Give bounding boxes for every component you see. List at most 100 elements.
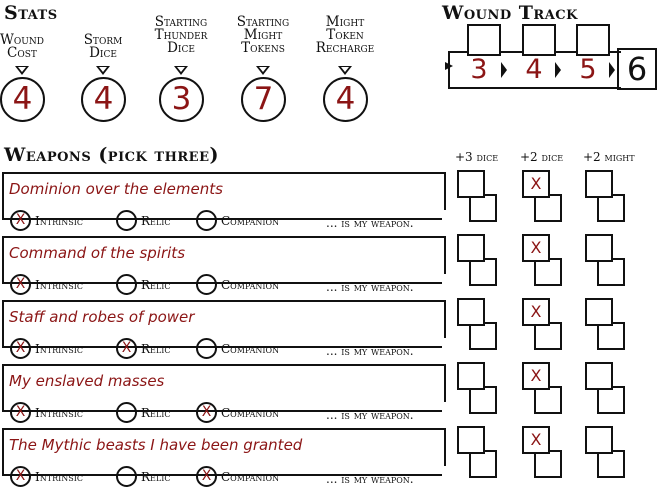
checkbox-back[interactable] bbox=[534, 450, 562, 478]
checkbox-front[interactable]: X bbox=[522, 234, 550, 262]
checkbox-back[interactable] bbox=[534, 258, 562, 286]
weapon-suffix: ... is my weapon. bbox=[326, 280, 414, 294]
wound-value: 4 bbox=[525, 54, 543, 85]
checkbox-front[interactable] bbox=[457, 234, 485, 262]
checkbox-back[interactable] bbox=[597, 322, 625, 350]
option-circle[interactable] bbox=[196, 210, 217, 231]
option-circle[interactable]: X bbox=[196, 402, 217, 423]
option-circle[interactable] bbox=[116, 466, 137, 487]
weapon-option-companion[interactable]: Companion bbox=[196, 338, 279, 359]
option-circle[interactable]: X bbox=[10, 274, 31, 295]
wound-track-final: 6 bbox=[617, 48, 657, 90]
checkbox-back[interactable] bbox=[534, 194, 562, 222]
option-circle[interactable]: X bbox=[10, 402, 31, 423]
weapon-suffix: ... is my weapon. bbox=[326, 472, 414, 486]
weapon-suffix: ... is my weapon. bbox=[326, 216, 414, 230]
option-label: Companion bbox=[221, 405, 280, 420]
banner-edge bbox=[438, 428, 446, 466]
option-circle[interactable]: X bbox=[10, 338, 31, 359]
checkbox-front[interactable] bbox=[457, 298, 485, 326]
column-header: +3 dice bbox=[455, 150, 499, 164]
option-label: Relic bbox=[141, 277, 171, 292]
option-label: Companion bbox=[221, 341, 280, 356]
checkbox-back[interactable] bbox=[469, 386, 497, 414]
weapon-banner bbox=[2, 236, 442, 284]
option-label: Intrinsic bbox=[35, 277, 84, 292]
checkbox-back[interactable] bbox=[469, 258, 497, 286]
stat-pointer-icon bbox=[174, 66, 188, 75]
option-label: Companion bbox=[221, 469, 280, 484]
weapon-option-intrinsic[interactable]: X Intrinsic bbox=[10, 274, 83, 295]
checkbox-back[interactable] bbox=[469, 194, 497, 222]
weapon-option-relic[interactable]: X Relic bbox=[116, 338, 170, 359]
option-circle[interactable] bbox=[116, 274, 137, 295]
weapon-banner bbox=[2, 172, 442, 220]
stat-value: 3 bbox=[159, 77, 204, 122]
weapon-option-relic[interactable]: Relic bbox=[116, 466, 170, 487]
checkbox-back[interactable] bbox=[534, 322, 562, 350]
stat-value: 4 bbox=[81, 77, 126, 122]
checkbox-back[interactable] bbox=[597, 258, 625, 286]
wound-box[interactable] bbox=[467, 24, 501, 56]
option-label: Relic bbox=[141, 469, 171, 484]
checkbox-front[interactable] bbox=[457, 170, 485, 198]
weapon-option-companion[interactable]: X Companion bbox=[196, 402, 279, 423]
wound-value: 5 bbox=[579, 54, 597, 85]
weapon-option-companion[interactable]: X Companion bbox=[196, 466, 279, 487]
option-circle[interactable]: X bbox=[10, 466, 31, 487]
checkbox-back[interactable] bbox=[469, 322, 497, 350]
checkbox-front[interactable] bbox=[585, 170, 613, 198]
checkbox-front[interactable]: X bbox=[522, 298, 550, 326]
option-circle[interactable]: X bbox=[10, 210, 31, 231]
option-circle[interactable]: X bbox=[196, 466, 217, 487]
checkbox-front[interactable] bbox=[457, 426, 485, 454]
banner-edge bbox=[438, 364, 446, 402]
weapon-option-relic[interactable]: Relic bbox=[116, 402, 170, 423]
banner-edge bbox=[438, 236, 446, 274]
stat-value: 7 bbox=[241, 77, 286, 122]
wound-box[interactable] bbox=[576, 24, 610, 56]
stats-title: Stats bbox=[4, 2, 58, 24]
checkbox-back[interactable] bbox=[597, 194, 625, 222]
weapon-option-relic[interactable]: Relic bbox=[116, 274, 170, 295]
option-circle[interactable] bbox=[116, 210, 137, 231]
checkbox-front[interactable]: X bbox=[522, 426, 550, 454]
checkbox-back[interactable] bbox=[469, 450, 497, 478]
stat-pointer-icon bbox=[338, 66, 352, 75]
wound-box[interactable] bbox=[522, 24, 556, 56]
stat-pointer-icon bbox=[15, 66, 29, 75]
banner-edge bbox=[438, 172, 446, 210]
option-circle[interactable] bbox=[196, 338, 217, 359]
checkbox-back[interactable] bbox=[597, 386, 625, 414]
weapons-title: Weapons (pick three) bbox=[4, 144, 219, 166]
weapon-option-companion[interactable]: Companion bbox=[196, 274, 279, 295]
checkbox-front[interactable] bbox=[585, 362, 613, 390]
weapon-banner bbox=[2, 364, 442, 412]
option-label: Relic bbox=[141, 341, 171, 356]
weapon-option-relic[interactable]: Relic bbox=[116, 210, 170, 231]
checkbox-front[interactable] bbox=[585, 426, 613, 454]
option-circle[interactable]: X bbox=[116, 338, 137, 359]
weapon-option-companion[interactable]: Companion bbox=[196, 210, 279, 231]
checkbox-front[interactable]: X bbox=[522, 362, 550, 390]
option-label: Companion bbox=[221, 277, 280, 292]
checkbox-back[interactable] bbox=[534, 386, 562, 414]
checkbox-front[interactable] bbox=[585, 298, 613, 326]
option-circle[interactable] bbox=[116, 402, 137, 423]
banner-edge bbox=[438, 300, 446, 338]
checkbox-front[interactable] bbox=[585, 234, 613, 262]
checkbox-front[interactable]: X bbox=[522, 170, 550, 198]
checkbox-front[interactable] bbox=[457, 362, 485, 390]
checkbox-back[interactable] bbox=[597, 450, 625, 478]
option-circle[interactable] bbox=[196, 274, 217, 295]
